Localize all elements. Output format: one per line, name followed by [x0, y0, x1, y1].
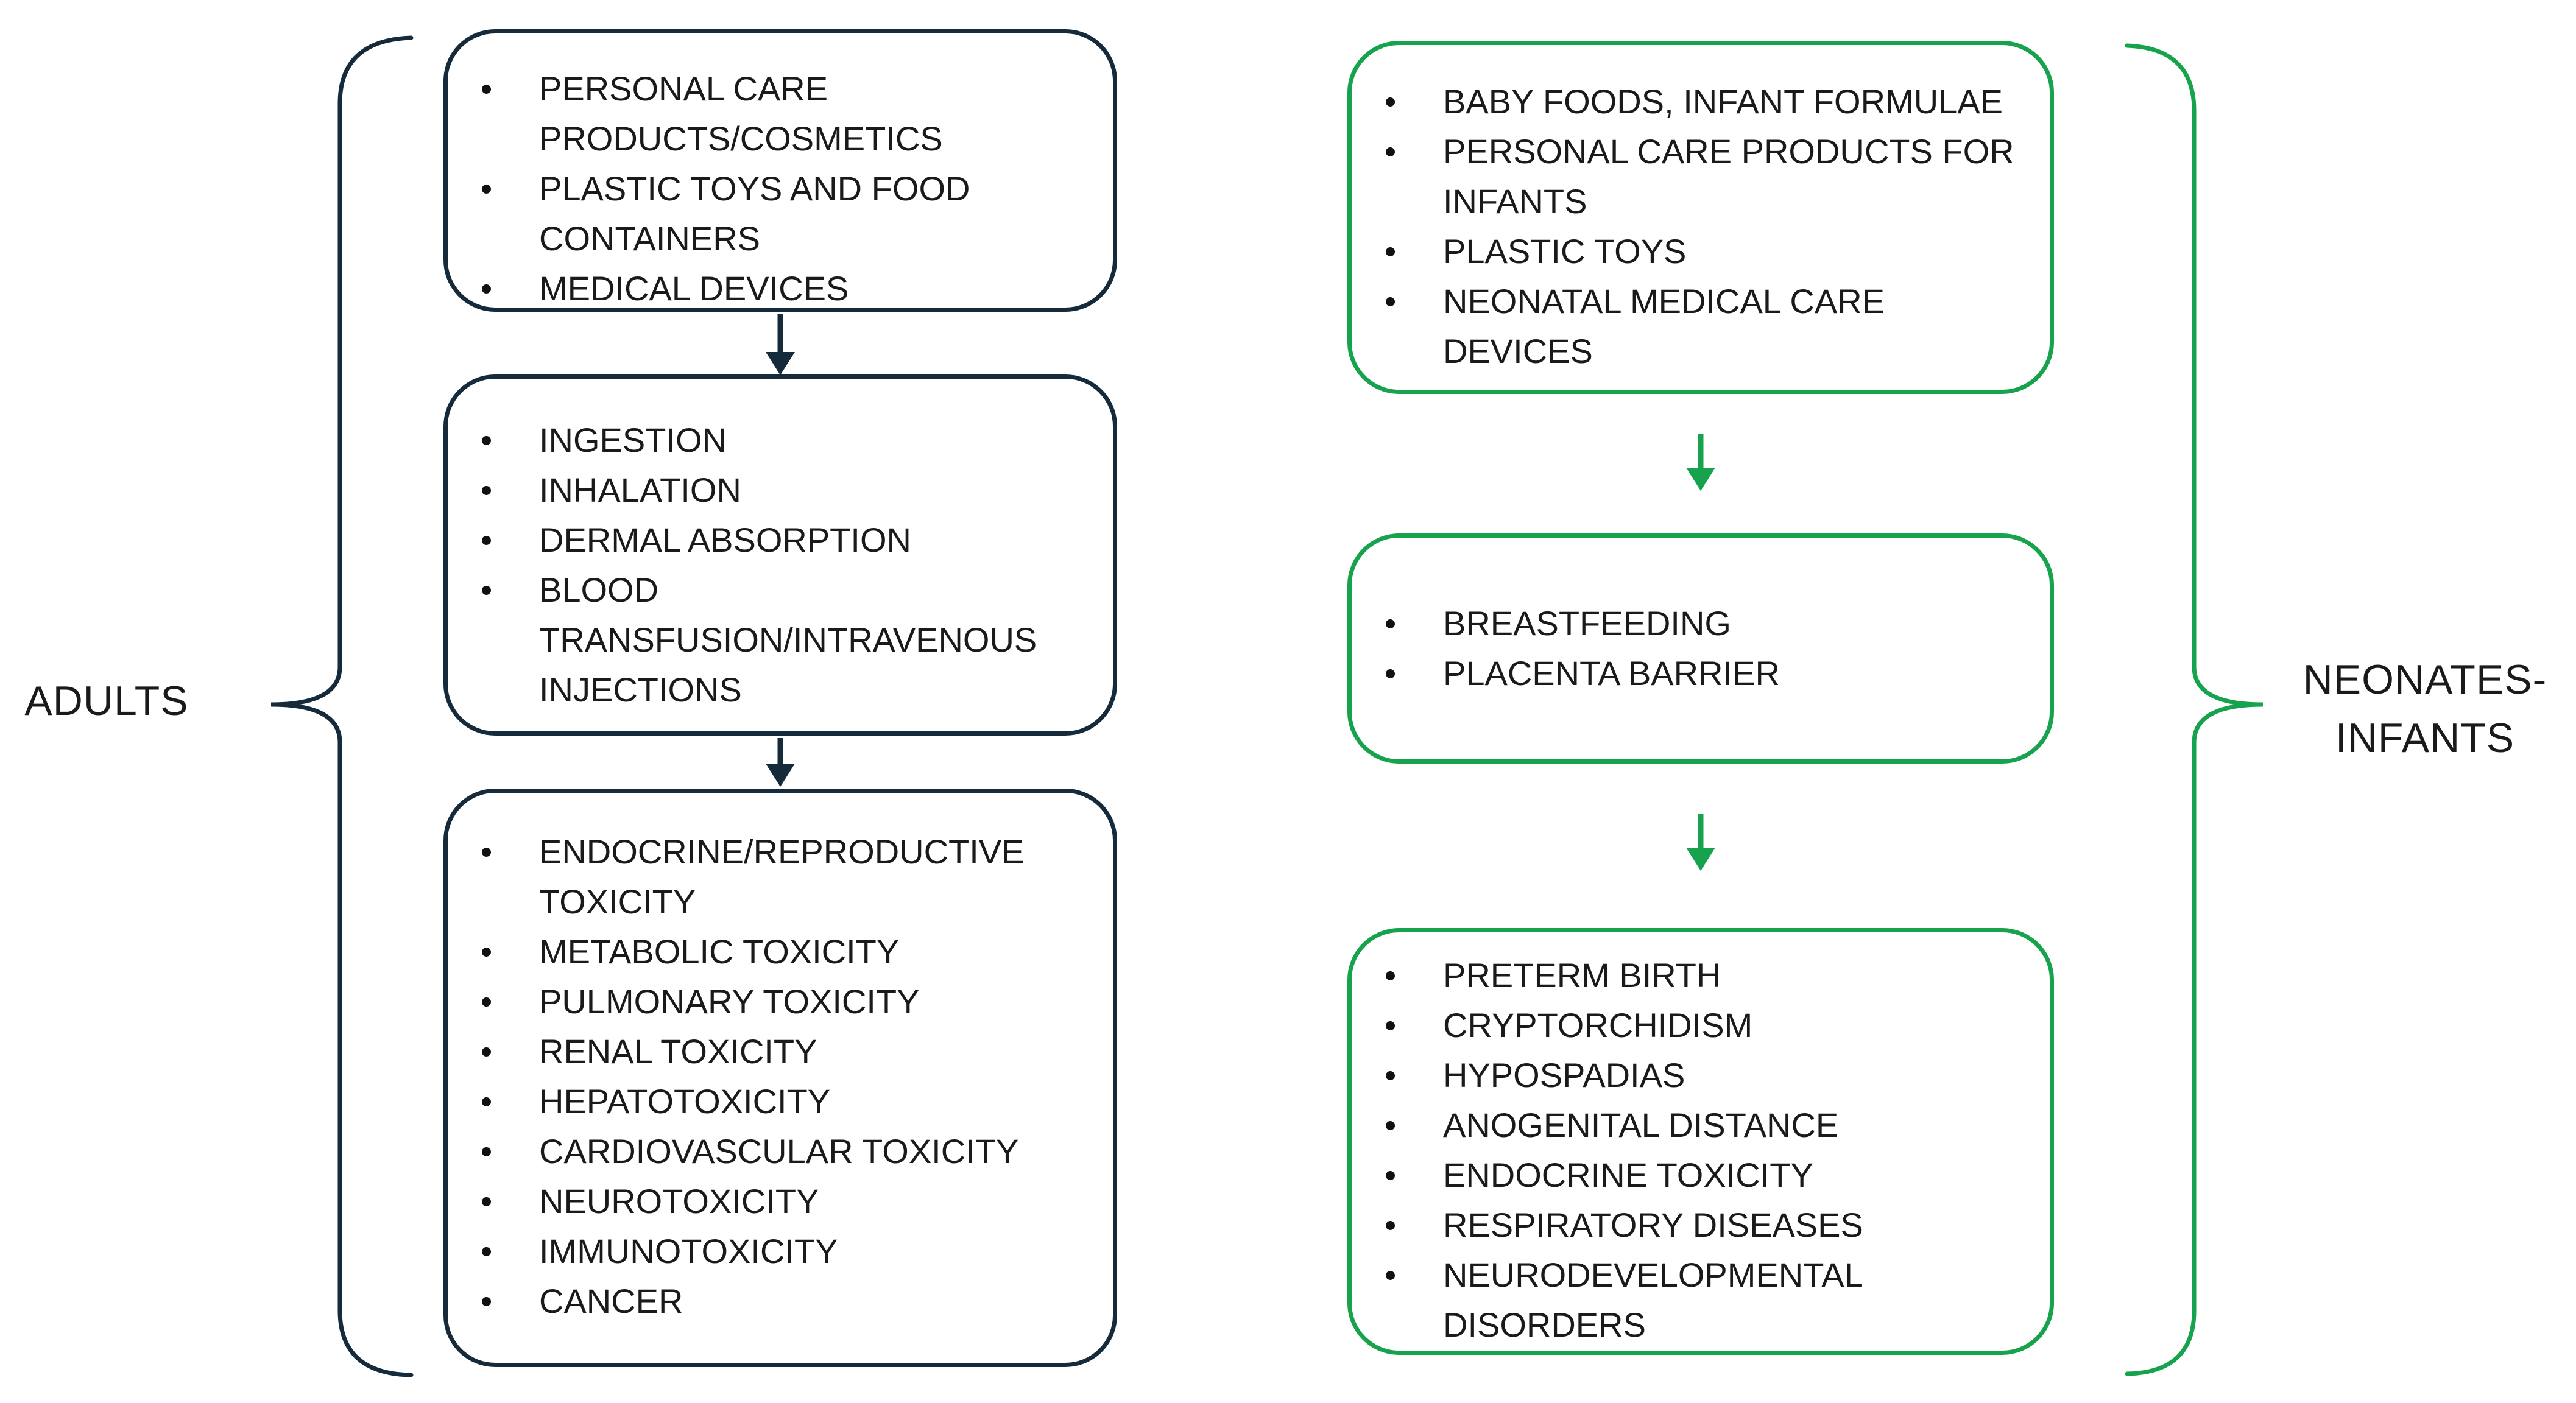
neonates-label: NEONATES- INFANTS [2279, 650, 2571, 767]
neonates-down-arrow-1-head [1686, 468, 1715, 491]
list-item: NEONATAL MEDICAL CARE DEVICES [1352, 276, 2035, 376]
list-item: CARDIOVASCULAR TOXICITY [448, 1127, 1098, 1176]
list-item: RESPIRATORY DISEASES [1352, 1200, 2035, 1250]
list-item: MEDICAL DEVICES [448, 264, 1098, 314]
adults-down-arrow-1-head [766, 352, 795, 375]
neonates-down-arrow-2-head [1686, 848, 1715, 871]
list-item: DERMAL ABSORPTION [448, 515, 1098, 565]
list-item: IMMUNOTOXICITY [448, 1226, 1098, 1276]
list-item: PLACENTA BARRIER [1352, 649, 2035, 698]
list-item: BREASTFEEDING [1352, 599, 2035, 649]
list-item: HEPATOTOXICITY [448, 1077, 1098, 1127]
adults-label: ADULTS [24, 678, 189, 724]
list-item: INHALATION [448, 465, 1098, 515]
list-item: ENDOCRINE/⁠REPRODUCTIVE TOXICITY [448, 827, 1098, 927]
list-item: ANOGENITAL DISTANCE [1352, 1100, 2035, 1150]
list-item: PLASTIC TOYS [1352, 227, 2035, 276]
list-item: METABOLIC TOXICITY [448, 927, 1098, 977]
list-item: NEURODEVELOPMENTAL DISORDERS [1352, 1250, 2035, 1350]
list-item: PULMONARY TOXICITY [448, 977, 1098, 1027]
list-item: CRYPTORCHIDISM [1352, 1000, 2035, 1050]
list-item: ENDOCRINE TOXICITY [1352, 1150, 2035, 1200]
list-item: PERSONAL CARE PRODUCTS FOR INFANTS [1352, 127, 2035, 227]
adults-down-arrow-2-head [766, 764, 795, 787]
list-item: PRETERM BIRTH [1352, 951, 2035, 1000]
list-item: PLASTIC TOYS AND FOOD CONTAINERS [448, 164, 1098, 264]
neonates-label-line-2: INFANTS [2335, 715, 2515, 761]
adults-brace [270, 35, 414, 1377]
list-item: BABY FOODS, INFANT FORMULAE [1352, 77, 2035, 127]
list-item: NEUROTOXICITY [448, 1176, 1098, 1226]
list-item: CANCER [448, 1276, 1098, 1326]
list-item: RENAL TOXICITY [448, 1027, 1098, 1077]
neonates-brace [2125, 43, 2264, 1376]
neonates-label-line-1: NEONATES- [2303, 656, 2547, 703]
list-item: INGESTION [448, 415, 1098, 465]
list-item: BLOOD TRANSFUSION/⁠INTRAVENOUS INJECTION… [448, 565, 1098, 715]
list-item: PERSONAL CARE PRODUCTS/⁠COSMETICS [448, 64, 1098, 164]
list-item: HYPOSPADIAS [1352, 1050, 2035, 1100]
